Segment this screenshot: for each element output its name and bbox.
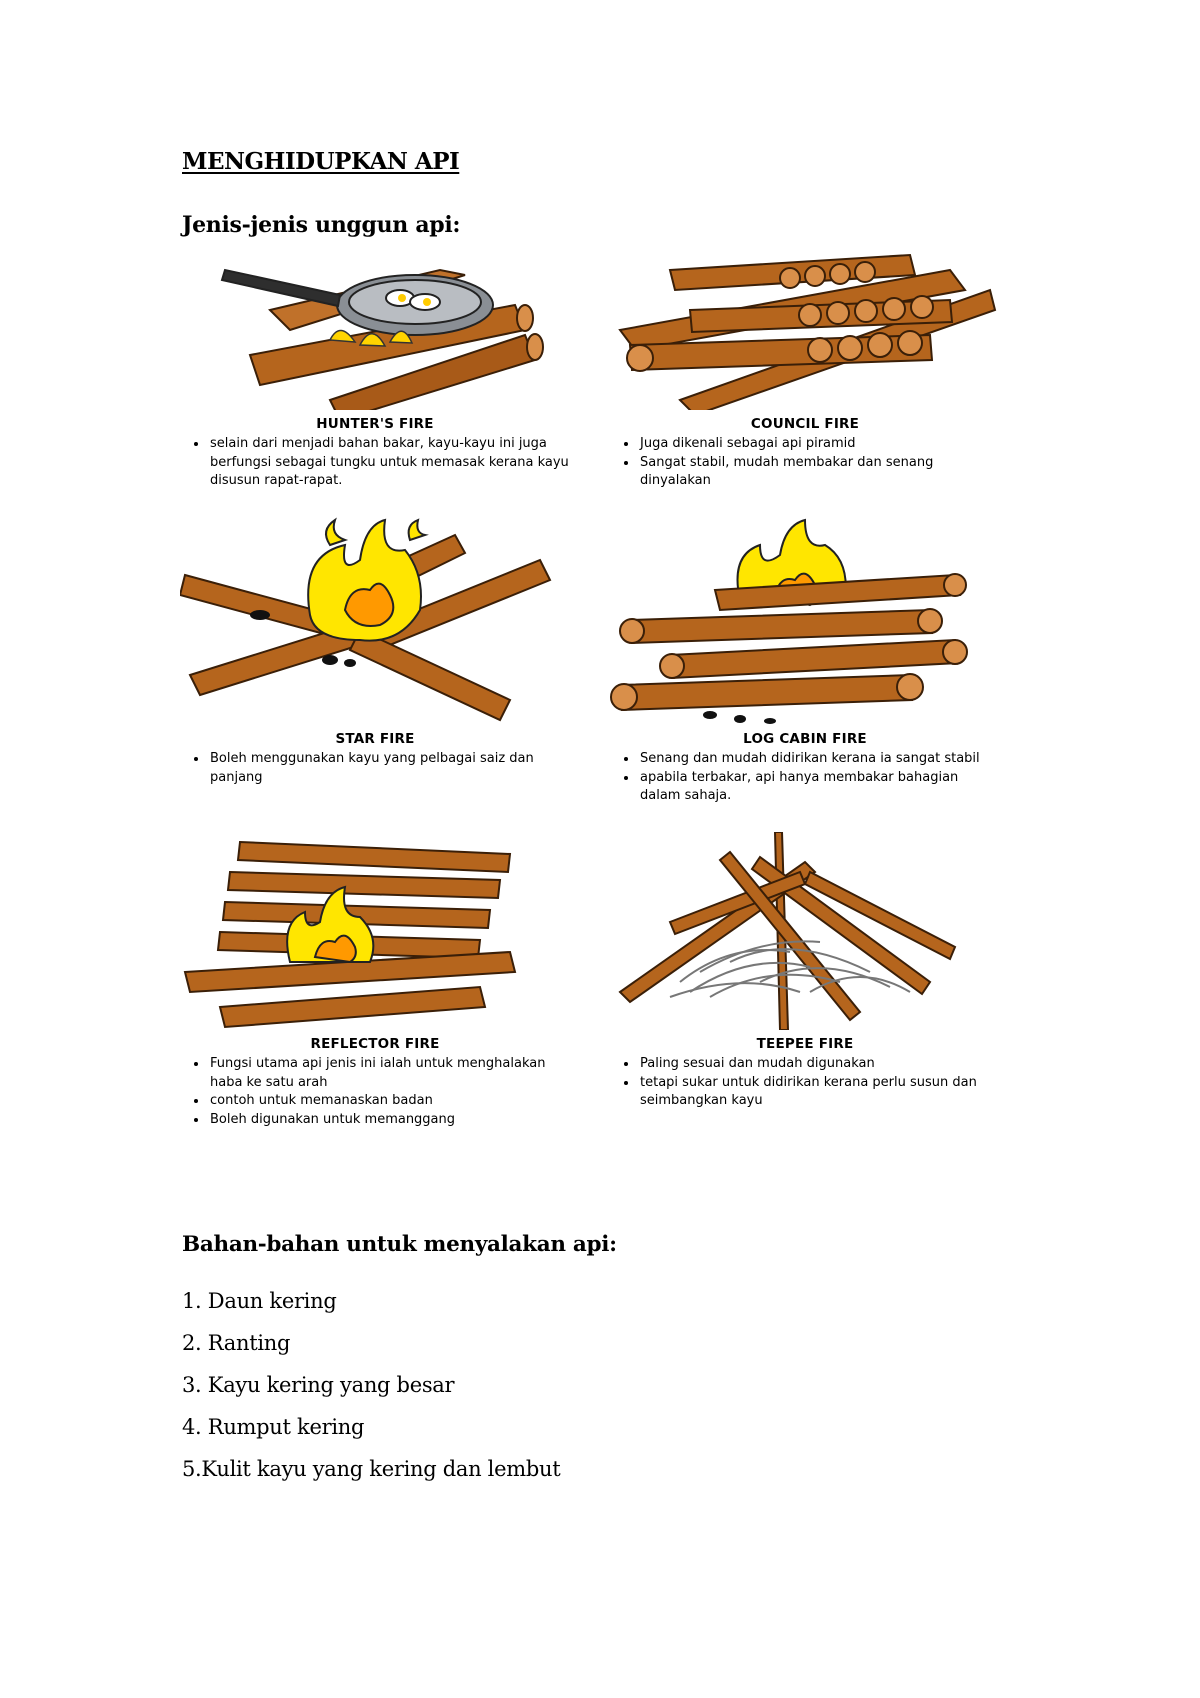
section-subtitle: Jenis-jenis unggun api:	[182, 212, 461, 238]
fire-point: Senang dan mudah didirikan kerana ia san…	[638, 750, 1000, 769]
fire-panel-teepee: TEEPEE FIRE Paling sesuai dan mudah digu…	[610, 831, 1000, 1111]
fire-panel-star: STAR FIRE Boleh menggunakan kayu yang pe…	[178, 515, 570, 787]
page-title: MENGHIDUPKAN API	[182, 148, 460, 175]
list-item: 1. Daun kering	[182, 1289, 337, 1313]
reflector-fire-illustration	[183, 840, 517, 1029]
teepee-fire-illustration	[618, 831, 957, 1031]
fire-point: Paling sesuai dan mudah digunakan	[638, 1055, 1000, 1074]
fire-points: Paling sesuai dan mudah digunakan tetapi…	[610, 1055, 1000, 1111]
fire-panel-hunters: HUNTER'S FIRE selain dari menjadi bahan …	[180, 250, 570, 491]
fire-name: REFLECTOR FIRE	[310, 1036, 440, 1052]
council-fire-illustration	[618, 253, 997, 417]
fire-name: TEEPEE FIRE	[756, 1036, 854, 1052]
list-item: 2. Ranting	[182, 1331, 291, 1355]
fire-panel-reflector: REFLECTOR FIRE Fungsi utama api jenis in…	[180, 832, 570, 1129]
fire-point: contoh untuk memanaskan badan	[208, 1092, 570, 1111]
fire-panel-log-cabin: LOG CABIN FIRE Senang dan mudah didirika…	[610, 515, 1000, 806]
fire-points: Fungsi utama api jenis ini ialah untuk m…	[180, 1055, 570, 1129]
fire-points: Senang dan mudah didirikan kerana ia san…	[610, 750, 1000, 806]
fire-point: Boleh menggunakan kayu yang pelbagai sai…	[208, 750, 570, 787]
materials-list: 1. Daun kering 2. Ranting 3. Kayu kering…	[182, 1288, 561, 1498]
fire-point: Boleh digunakan untuk memanggang	[208, 1111, 570, 1130]
fire-points: selain dari menjadi bahan bakar, kayu-ka…	[180, 435, 570, 491]
fire-name: LOG CABIN FIRE	[743, 731, 867, 747]
log-cabin-fire-illustration	[610, 518, 968, 724]
fire-point: selain dari menjadi bahan bakar, kayu-ka…	[208, 435, 570, 491]
fire-point: Juga dikenali sebagai api piramid	[638, 435, 1000, 454]
star-fire-illustration	[178, 517, 552, 722]
fire-point: apabila terbakar, api hanya membakar bah…	[638, 769, 1000, 806]
hunters-fire-illustration	[220, 268, 544, 422]
list-item: 4. Rumput kering	[182, 1415, 365, 1439]
fire-name: STAR FIRE	[335, 731, 415, 747]
list-item: 3. Kayu kering yang besar	[182, 1373, 455, 1397]
fire-panel-council: COUNCIL FIRE Juga dikenali sebagai api p…	[610, 250, 1000, 491]
fire-name: COUNCIL FIRE	[750, 416, 860, 432]
fire-point: Sangat stabil, mudah membakar dan senang…	[638, 454, 1000, 491]
fire-name: HUNTER'S FIRE	[316, 416, 434, 432]
fire-point: Fungsi utama api jenis ini ialah untuk m…	[208, 1055, 570, 1092]
list-item: 5.Kulit kayu yang kering dan lembut	[182, 1457, 561, 1481]
fire-points: Juga dikenali sebagai api piramid Sangat…	[610, 435, 1000, 491]
fire-point: tetapi sukar untuk didirikan kerana perl…	[638, 1074, 1000, 1111]
fire-points: Boleh menggunakan kayu yang pelbagai sai…	[180, 750, 570, 787]
materials-heading: Bahan-bahan untuk menyalakan api:	[182, 1232, 617, 1257]
